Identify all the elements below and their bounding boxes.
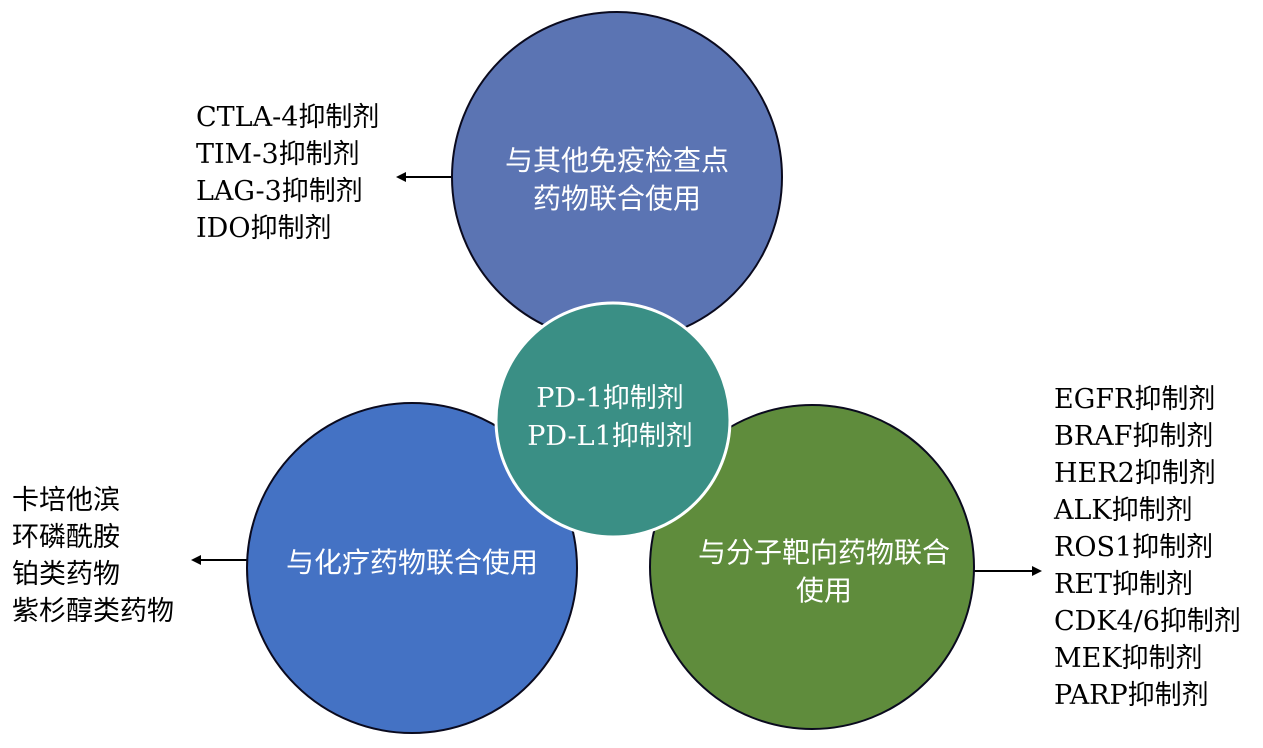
right-circle-label-line2: 使用 [796, 574, 852, 607]
left-circle-label: 与化疗药物联合使用 [286, 546, 538, 579]
right-list-item: BRAF抑制剂 [1054, 421, 1213, 452]
left-circle [246, 402, 578, 734]
top-circle-label-line2: 药物联合使用 [533, 182, 701, 215]
right-circle-label-line1: 与分子靶向药物联合 [698, 536, 950, 569]
top-list-item: LAG-3抑制剂 [196, 176, 363, 207]
right-list-item: RET抑制剂 [1054, 569, 1193, 600]
left-list-item: 卡培他滨 [12, 485, 120, 516]
left-list-item: 紫杉醇类药物 [12, 596, 174, 627]
left-list-item: 铂类药物 [12, 559, 120, 590]
top-circle-label-line1: 与其他免疫检查点 [505, 144, 729, 177]
top-list: CTLA-4抑制剂 TIM-3抑制剂 LAG-3抑制剂 IDO抑制剂 [196, 102, 379, 244]
right-list-item: PARP抑制剂 [1054, 680, 1209, 711]
top-list-item: TIM-3抑制剂 [196, 139, 360, 170]
top-circle [451, 11, 783, 343]
right-circle [649, 404, 975, 730]
right-list: EGFR抑制剂 BRAF抑制剂 HER2抑制剂 ALK抑制剂 ROS1抑制剂 R… [1053, 384, 1241, 711]
center-circle [494, 301, 732, 539]
left-list: 卡培他滨 环磷酰胺 铂类药物 紫杉醇类药物 [12, 485, 174, 627]
top-list-item: IDO抑制剂 [196, 213, 331, 244]
left-list-item: 环磷酰胺 [12, 522, 120, 553]
center-circle-label-line2: PD-L1抑制剂 [527, 421, 693, 452]
right-list-item: MEK抑制剂 [1054, 643, 1203, 674]
right-list-item: HER2抑制剂 [1054, 458, 1216, 489]
right-list-item: ROS1抑制剂 [1054, 532, 1213, 563]
center-circle-label-line1: PD-1抑制剂 [536, 383, 684, 414]
right-list-item: EGFR抑制剂 [1054, 384, 1215, 415]
top-list-item: CTLA-4抑制剂 [196, 102, 379, 133]
right-list-item: CDK4/6抑制剂 [1054, 606, 1241, 637]
right-list-item: ALK抑制剂 [1053, 495, 1193, 526]
